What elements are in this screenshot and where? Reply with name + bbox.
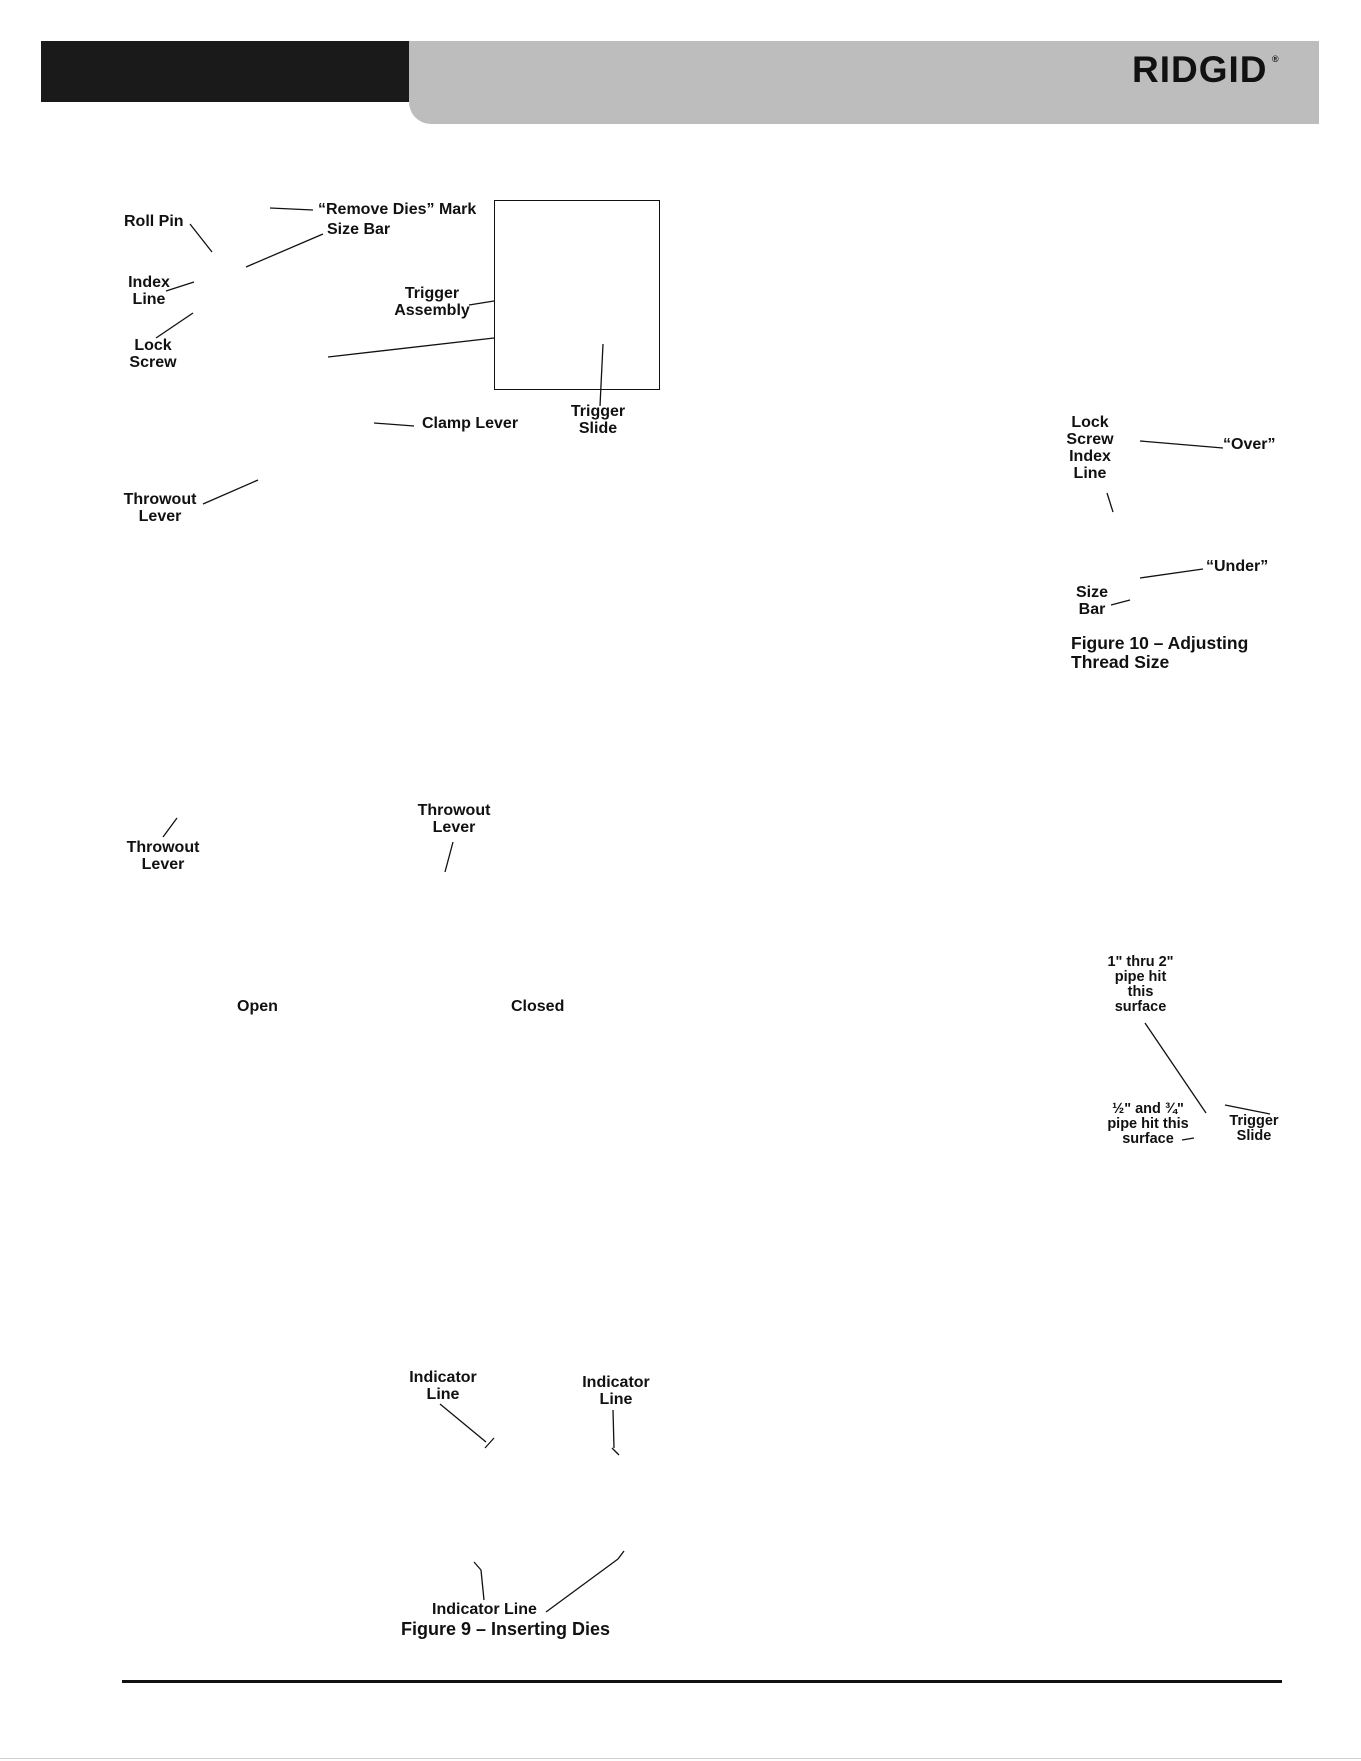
indicator-tick-3a xyxy=(473,1561,482,1571)
label-indicator-line-3: Indicator Line xyxy=(432,1601,537,1618)
label-closed: Closed xyxy=(511,998,565,1015)
label-small-pipe-surface: ½" and ¾" pipe hit this surface xyxy=(1107,1101,1189,1147)
registered-mark: ® xyxy=(1272,54,1280,64)
logo-text: RIDGID xyxy=(1132,49,1268,90)
leader-remove-dies-mark xyxy=(269,207,314,211)
leader-large-pipe-surface xyxy=(1144,1022,1207,1114)
label-remove-dies-mark: “Remove Dies” Mark xyxy=(318,201,477,218)
indicator-tick-3b xyxy=(617,1550,625,1560)
label-trigger-slide: Trigger Slide xyxy=(570,403,626,437)
label-indicator-line-1: Indicator Line xyxy=(409,1369,477,1403)
label-large-pipe-surface: 1" thru 2" pipe hit this surface xyxy=(1107,954,1174,1015)
leader-throwout-lever-top xyxy=(202,479,259,505)
label-index-line: Index Line xyxy=(128,274,170,308)
label-roll-pin: Roll Pin xyxy=(124,213,184,230)
header-gray-band xyxy=(409,41,1319,102)
leader-throwout-lever-open xyxy=(162,817,178,838)
indicator-tick-2 xyxy=(611,1447,620,1456)
header-dark-block xyxy=(41,41,409,102)
leader-throwout-lever-closed xyxy=(444,841,454,873)
page-bottom-edge xyxy=(0,1758,1361,1759)
label-throwout-lever-closed: Throwout Lever xyxy=(417,802,491,836)
header-gray-tab xyxy=(409,102,1319,124)
footer-rule xyxy=(122,1680,1282,1683)
leader-indicator-line-2 xyxy=(612,1409,615,1449)
leader-index-line xyxy=(165,281,195,292)
leader-indicator-line-3b xyxy=(545,1558,619,1613)
label-throwout-lever-top: Throwout Lever xyxy=(123,491,197,525)
label-lock-screw-index-line: Lock Screw Index Line xyxy=(1066,414,1114,482)
leader-under xyxy=(1139,568,1204,579)
label-size-bar: Size Bar xyxy=(327,221,391,238)
leader-over xyxy=(1139,440,1224,449)
label-under: “Under” xyxy=(1206,558,1269,575)
label-throwout-lever-open: Throwout Lever xyxy=(126,839,200,873)
label-trigger-slide-fig11: Trigger Slide xyxy=(1229,1113,1279,1144)
label-lock-screw: Lock Screw xyxy=(129,337,177,371)
label-over: “Over” xyxy=(1223,436,1276,453)
leader-clamp-lever xyxy=(373,422,415,427)
ridgid-logo: RIDGID ® xyxy=(1132,47,1282,93)
leader-indicator-line-3a xyxy=(480,1569,485,1601)
leader-size-bar-fig10 xyxy=(1110,599,1131,606)
leader-lock-screw xyxy=(155,312,194,339)
leader-roll-pin xyxy=(189,223,213,253)
indicator-tick-1 xyxy=(484,1437,495,1449)
trigger-assembly-inset-frame xyxy=(494,200,660,390)
label-trigger-assembly: Trigger Assembly xyxy=(394,285,470,319)
leader-indicator-line-1 xyxy=(439,1403,487,1443)
label-open: Open xyxy=(237,998,278,1015)
leader-trigger-assembly-long xyxy=(327,337,495,358)
label-clamp-lever: Clamp Lever xyxy=(422,415,519,432)
leader-trigger-slide xyxy=(599,343,604,407)
label-size-bar-fig10: Size Bar xyxy=(1075,584,1108,618)
label-indicator-line-2: Indicator Line xyxy=(582,1374,650,1408)
leader-size-bar xyxy=(245,233,324,268)
leader-trigger-assembly xyxy=(468,300,495,306)
leader-trigger-slide-fig11 xyxy=(1224,1104,1271,1115)
leader-lock-screw-index-line xyxy=(1106,492,1114,513)
figure-10-caption: Figure 10 – Adjusting Thread Size xyxy=(1071,633,1249,672)
leader-small-pipe-surface xyxy=(1181,1137,1195,1141)
figure-9-caption: Figure 9 – Inserting Dies xyxy=(401,1619,611,1639)
